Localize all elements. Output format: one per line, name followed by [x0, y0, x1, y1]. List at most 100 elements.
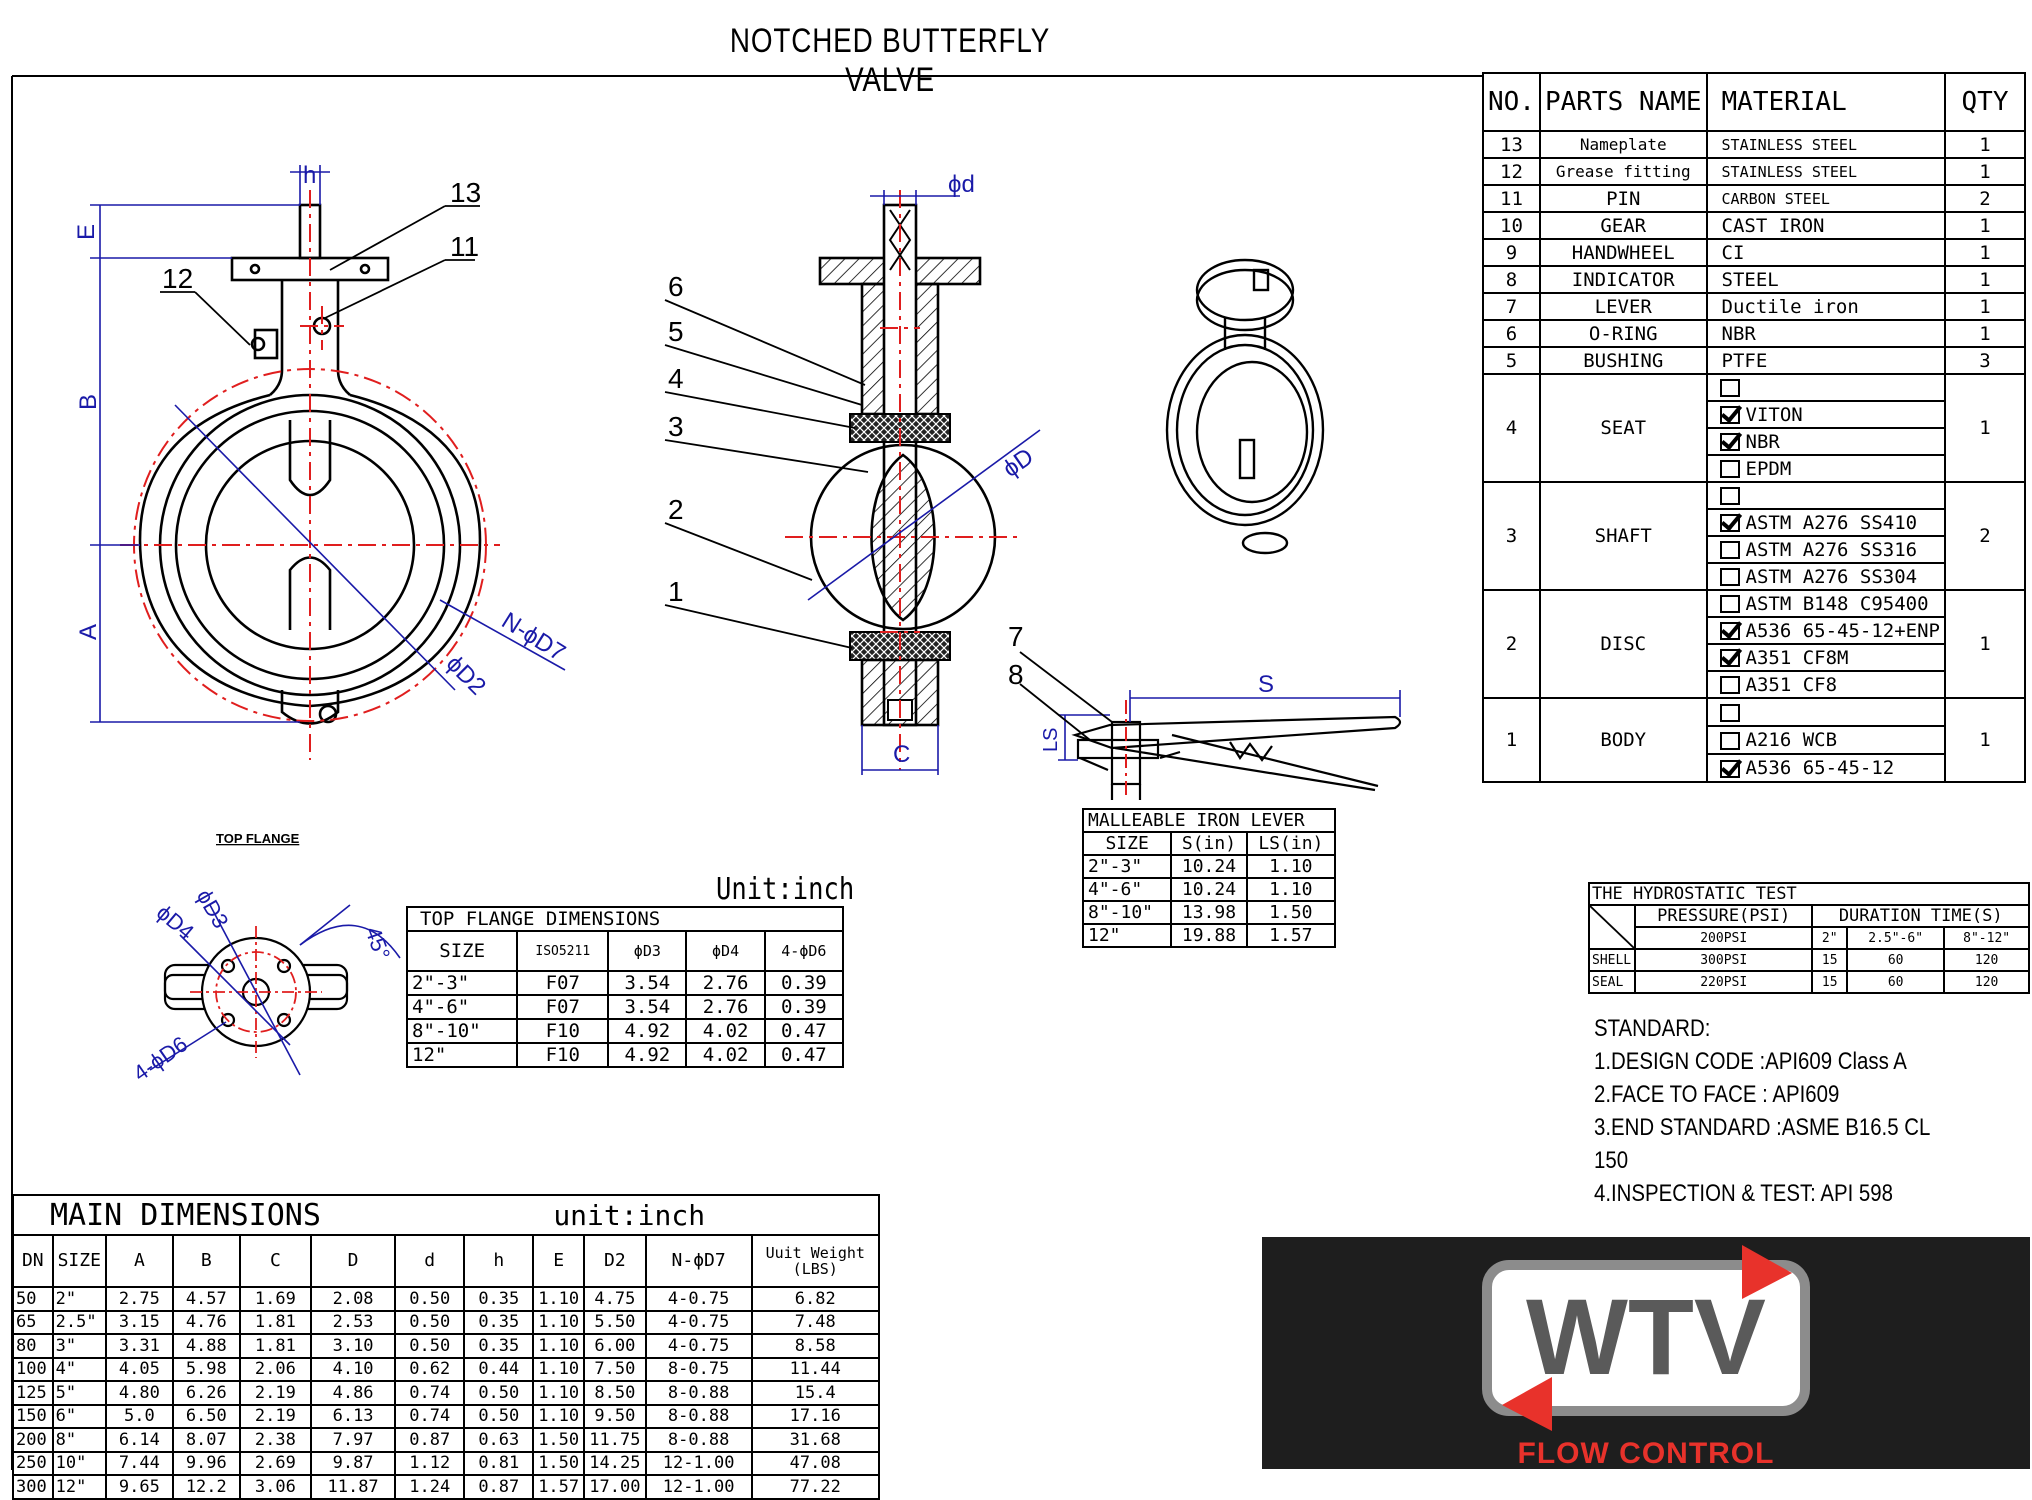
parts-header-no: NO. [1482, 72, 1541, 132]
main-cell: 7.48 [750, 1309, 880, 1335]
standard-line-1: 1.DESIGN CODE :API609 Class A [1594, 1048, 1907, 1075]
checkbox-checked-icon [1719, 514, 1740, 532]
logo-arrow-right [1742, 1245, 1792, 1299]
flange-header-size: SIZE [405, 930, 519, 972]
checkbox-empty-icon [1719, 379, 1740, 397]
main-cell: 4.05 [104, 1356, 174, 1382]
part-qty: 1 [1944, 697, 2026, 783]
part-no: 7 [1482, 292, 1541, 321]
main-cell: 12" [51, 1474, 107, 1500]
lever-cell: 1.10 [1245, 854, 1337, 879]
main-cell: 0.35 [463, 1286, 535, 1312]
main-cell: 65 [12, 1309, 54, 1335]
material-option: A216 WCB [1705, 725, 1947, 755]
main-cell: 3.10 [309, 1333, 397, 1359]
part-material: STAINLESS STEEL [1705, 157, 1947, 186]
flange-cell: 4.02 [685, 1042, 766, 1068]
material-option: ASTM A276 SS304 [1705, 562, 1947, 591]
standard-line-3: 3.END STANDARD :ASME B16.5 CL 150 [1594, 1114, 1930, 1174]
part-material: CARBON STEEL [1705, 184, 1947, 213]
part-no: 12 [1482, 157, 1541, 186]
part-name: Grease fitting [1538, 157, 1708, 186]
part-name: HANDWHEEL [1538, 238, 1708, 267]
flange-cell: 2.76 [685, 970, 766, 996]
top-flange-dimensions [149, 904, 401, 1076]
main-cell: 0.35 [463, 1333, 535, 1359]
main-cell: 2" [51, 1286, 107, 1312]
logo-tagline: FLOW CONTROL [1518, 1437, 1775, 1469]
flange-unit-label: Unit:inch [716, 872, 855, 907]
parts-header-material: MATERIAL [1705, 72, 1947, 132]
lever-cell: 1.57 [1245, 923, 1337, 948]
wtv-logo: WTV FLOW CONTROL [1482, 1245, 1810, 1470]
material-option-label: VITON [1745, 403, 1803, 426]
main-cell: 5.0 [104, 1403, 174, 1429]
hydro-cell: 15 [1811, 970, 1849, 994]
parts-option-row: A536 65-45-12 [1483, 753, 2025, 783]
standard-heading: STANDARD: [1594, 1015, 1711, 1042]
flange-cell: 3.54 [607, 970, 688, 996]
main-cell: 0.74 [394, 1403, 466, 1429]
main-cell: 200 [12, 1427, 54, 1453]
standard-line-2: 2.FACE TO FACE : API609 [1594, 1081, 1840, 1108]
material-option-label: ASTM A276 SS410 [1745, 511, 1918, 534]
main-cell: 2.75 [104, 1286, 174, 1312]
main-cell: 0.50 [463, 1403, 535, 1429]
material-option: ASTM A276 SS410 [1705, 508, 1947, 537]
lever-header-s: S(in) [1170, 831, 1248, 856]
part-name: DISC [1538, 589, 1708, 699]
main-table-title: MAIN DIMENSIONS [11, 1194, 534, 1236]
main-cell: 6.50 [171, 1403, 241, 1429]
section-centerlines [785, 190, 1020, 770]
main-cell: 150 [12, 1403, 54, 1429]
callout-13: 13 [450, 177, 481, 208]
lever-cell: 10.24 [1170, 877, 1248, 902]
main-cell: 4.57 [171, 1286, 241, 1312]
callout-12: 12 [162, 263, 193, 294]
main-header-cell: D [309, 1234, 397, 1288]
main-cell: 4.75 [583, 1286, 647, 1312]
front-callouts: 13 11 12 [162, 177, 481, 294]
main-cell: 2.19 [238, 1380, 312, 1406]
main-cell: 0.44 [463, 1356, 535, 1382]
main-cell: 1.81 [238, 1309, 312, 1335]
main-cell: 7.44 [104, 1450, 174, 1476]
main-cell: 125 [12, 1380, 54, 1406]
part-qty: 1 [1944, 130, 2026, 159]
part-no: 5 [1482, 346, 1541, 375]
standard-block: STANDARD: 1.DESIGN CODE :API609 Class A … [1594, 1012, 1966, 1210]
part-no: 4 [1482, 373, 1541, 483]
main-cell: 1.10 [532, 1403, 585, 1429]
main-cell: 8-0.88 [644, 1403, 753, 1429]
main-header-cell: D2 [583, 1234, 647, 1288]
callout-7: 7 [1008, 621, 1024, 652]
callout-6: 6 [668, 271, 684, 302]
checkbox-checked-icon [1719, 649, 1740, 667]
hydro-sub-1: 2" [1811, 926, 1849, 950]
flange-header-d6: 4-ϕD6 [763, 930, 845, 972]
flange-cell: F10 [516, 1018, 610, 1044]
main-header-cell: C [238, 1234, 312, 1288]
flange-cell: 8"-10" [405, 1018, 519, 1044]
flange-cell: 2"-3" [405, 970, 519, 996]
main-cell: 0.50 [463, 1380, 535, 1406]
main-cell: 5" [51, 1380, 107, 1406]
checkbox-checked-icon [1719, 406, 1740, 424]
callout-2: 2 [668, 494, 684, 525]
main-cell: 0.50 [394, 1333, 466, 1359]
main-cell: 4.88 [171, 1333, 241, 1359]
main-header-cell: Uuit Weight (LBS) [750, 1234, 880, 1288]
part-material: NBR [1705, 319, 1947, 348]
flange-cell: F07 [516, 970, 610, 996]
main-cell: 4.86 [309, 1380, 397, 1406]
main-header-cell: DN [12, 1234, 54, 1288]
part-material: STEEL [1705, 265, 1947, 294]
hydro-duration-header: DURATION TIME(S) [1811, 904, 2030, 928]
main-cell: 4" [51, 1356, 107, 1382]
flange-header-d4: ϕD4 [685, 930, 766, 972]
part-name: INDICATOR [1538, 265, 1708, 294]
